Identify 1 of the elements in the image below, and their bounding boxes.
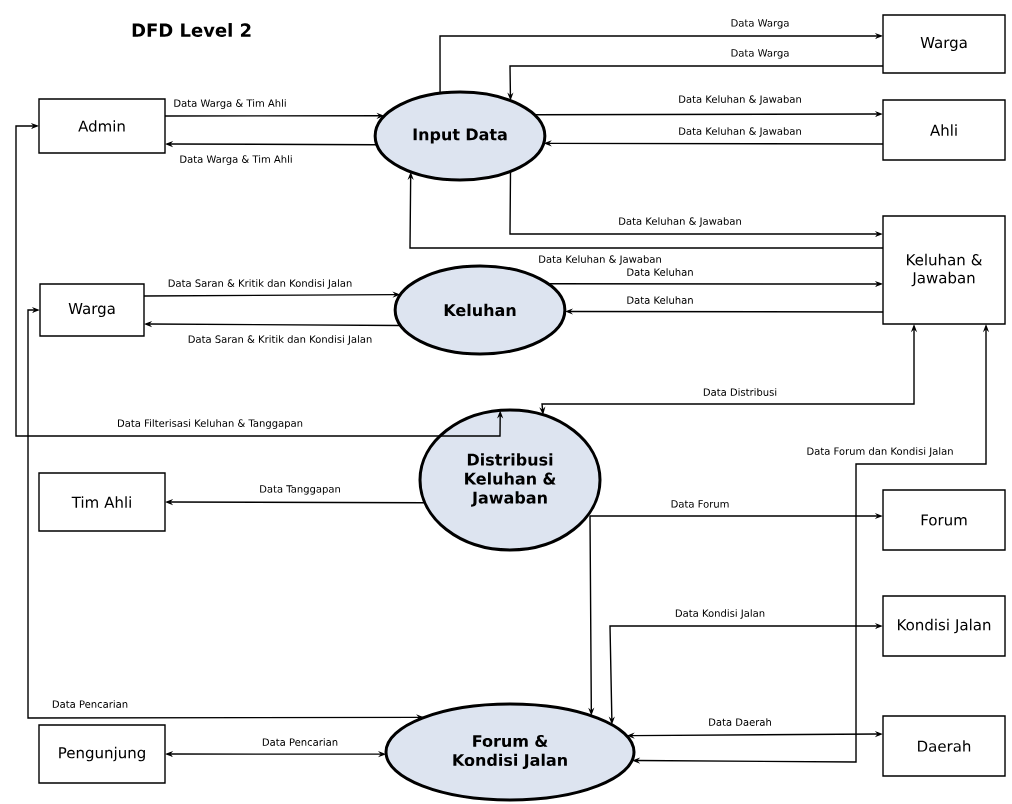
title: DFD Level 2	[132, 23, 251, 37]
